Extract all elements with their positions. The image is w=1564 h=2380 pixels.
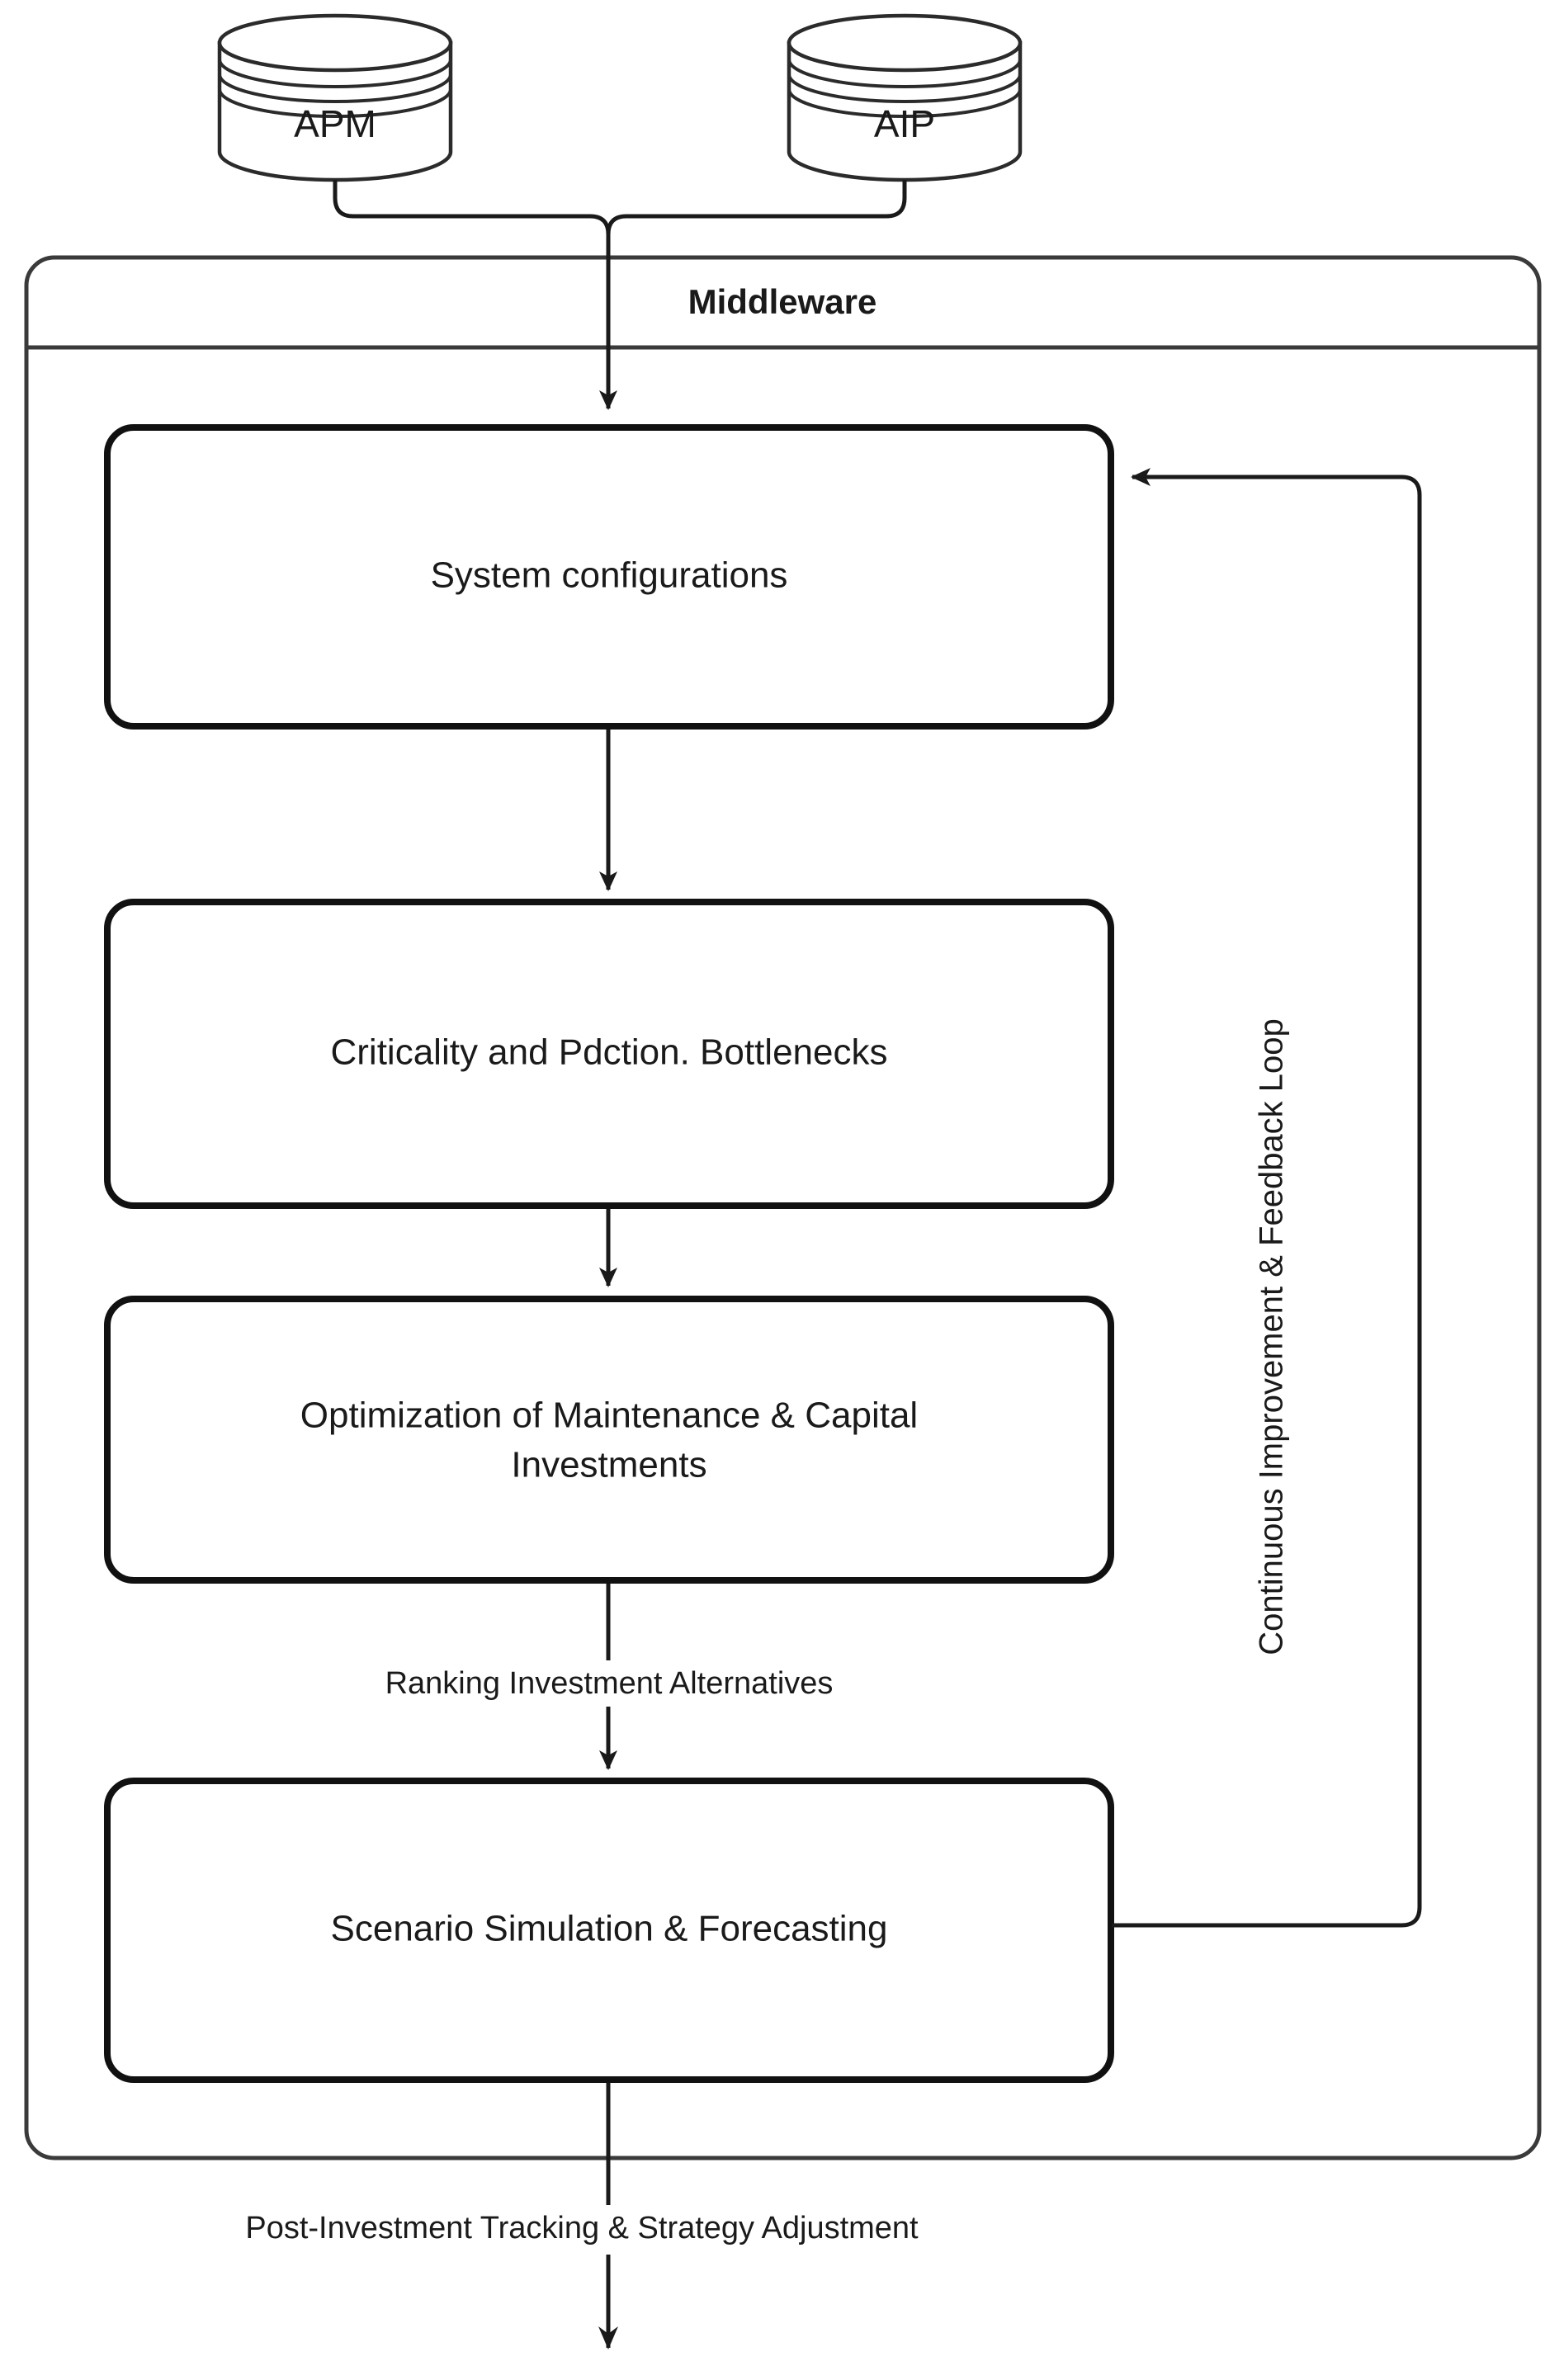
aip-cylinder-top <box>787 13 1023 73</box>
process-box-criticality-bottlenecks[interactable]: Criticality and Pdction. Bottlenecks <box>104 899 1114 1209</box>
aip-cylinder-body <box>787 40 1023 182</box>
aip-label: AIP <box>874 102 935 145</box>
datastore-apm[interactable]: APM <box>217 13 453 182</box>
edge-aip-to-middleware <box>606 180 907 235</box>
process-box-3-label-line2: Investments <box>511 1445 706 1485</box>
middleware-title: Middleware <box>688 282 877 321</box>
process-box-3-label-line1: Optimization of Maintenance & Capital <box>300 1395 918 1436</box>
process-box-scenario-simulation[interactable]: Scenario Simulation & Forecasting <box>104 1778 1114 2083</box>
edge-label-continuous-improvement-feedback-loop: Continuous Improvement & Feedback Loop <box>1254 1018 1290 1655</box>
process-box-1-label: System configurations <box>431 555 788 596</box>
process-box-2-outline <box>104 899 1114 1209</box>
aip-cylinder-ring-3 <box>787 88 1022 118</box>
apm-label: APM <box>294 102 376 145</box>
ranking-label-backdrop <box>297 1660 920 1707</box>
process-box-system-configurations[interactable]: System configurations <box>104 424 1114 730</box>
apm-cylinder-ring-1 <box>218 59 452 88</box>
process-box-2-label: Criticality and Pdction. Bottlenecks <box>331 1032 888 1073</box>
post-investment-label-backdrop <box>132 2205 1032 2255</box>
apm-cylinder-ring-2 <box>218 73 452 103</box>
edge-feedback-loop <box>1112 468 1422 1928</box>
aip-cylinder-ring-2 <box>787 73 1022 103</box>
process-box-optimization-investments[interactable]: Optimization of Maintenance & Capital In… <box>104 1296 1114 1584</box>
process-box-4-outline <box>104 1778 1114 2083</box>
edge-label-ranking-investment-alternatives: Ranking Investment Alternatives <box>385 1666 834 1701</box>
apm-cylinder-body <box>217 40 453 182</box>
aip-cylinder-ring-1 <box>787 59 1022 88</box>
process-box-3-outline <box>104 1296 1114 1584</box>
process-box-4-label: Scenario Simulation & Forecasting <box>331 1909 888 1949</box>
datastore-aip[interactable]: AIP <box>787 13 1023 182</box>
process-box-1-outline <box>104 424 1114 730</box>
apm-cylinder-top <box>217 13 453 73</box>
apm-cylinder-ring-3 <box>218 88 452 118</box>
edge-label-post-investment-tracking: Post-Investment Tracking & Strategy Adju… <box>245 2211 919 2245</box>
